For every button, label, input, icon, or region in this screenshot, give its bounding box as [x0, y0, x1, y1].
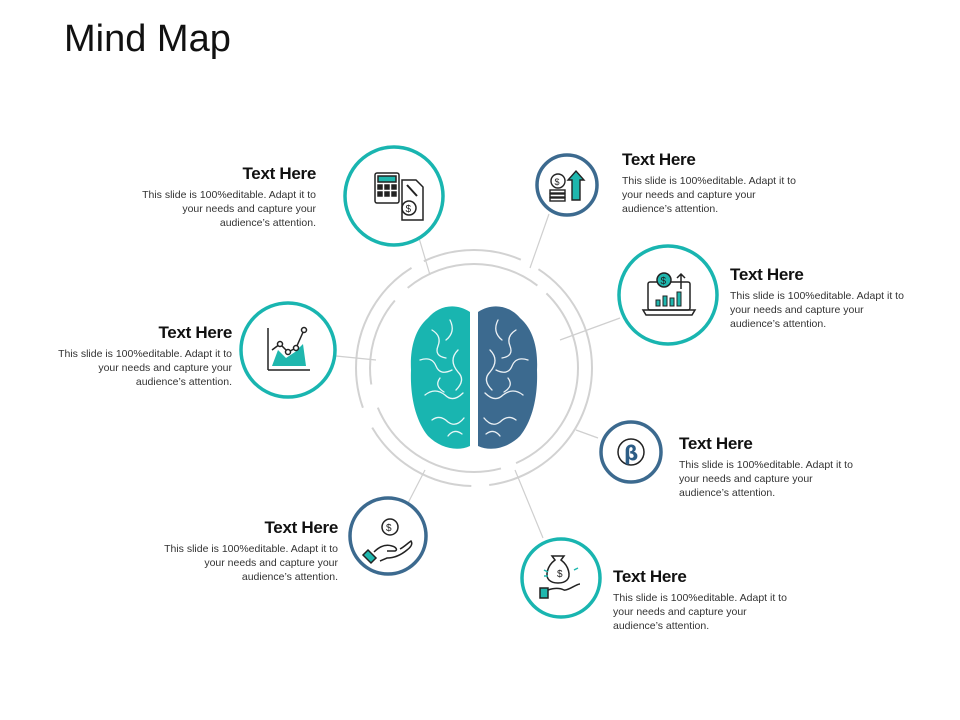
hand-coin-icon: $ [361, 518, 413, 565]
node-description: This slide is 100%editable. Adapt it to … [622, 175, 796, 215]
node-description: This slide is 100%editable. Adapt it to … [730, 290, 904, 330]
svg-text:$: $ [386, 523, 392, 534]
node-heading: Text Here [242, 164, 316, 183]
svg-text:$: $ [557, 569, 563, 580]
svg-text:$: $ [661, 276, 667, 287]
node-circle-4[interactable] [617, 244, 719, 346]
node-heading: Text Here [679, 434, 753, 453]
beta-icon: β [617, 438, 645, 466]
node-text-2: Text Here This slide is 100%editable. Ad… [622, 150, 804, 216]
node-text-7: Text Here This slide is 100%editable. Ad… [613, 567, 795, 633]
node-heading: Text Here [613, 567, 687, 586]
brain-illustration [410, 306, 538, 449]
node-description: This slide is 100%editable. Adapt it to … [679, 459, 853, 499]
node-text-1: Text Here This slide is 100%editable. Ad… [134, 164, 316, 230]
node-text-4: Text Here This slide is 100%editable. Ad… [730, 265, 912, 331]
svg-text:$: $ [406, 204, 412, 215]
node-heading: Text Here [264, 518, 338, 537]
svg-text:β: β [624, 441, 638, 465]
orbit-rings [355, 249, 593, 487]
node-circle-6[interactable] [348, 496, 428, 576]
node-description: This slide is 100%editable. Adapt it to … [142, 189, 316, 229]
node-description: This slide is 100%editable. Adapt it to … [58, 348, 232, 388]
page-title: Mind Map [64, 18, 231, 60]
money-bag-hand-icon: $ [539, 555, 581, 599]
node-text-5: Text Here This slide is 100%editable. Ad… [679, 434, 861, 500]
node-text-6: Text Here This slide is 100%editable. Ad… [156, 518, 338, 584]
node-heading: Text Here [730, 265, 804, 284]
coins-growth-icon: $ [549, 169, 586, 202]
node-description: This slide is 100%editable. Adapt it to … [164, 543, 338, 583]
calculator-invoice-icon: $ [374, 172, 424, 221]
node-description: This slide is 100%editable. Adapt it to … [613, 592, 787, 632]
line-chart-icon [267, 326, 310, 371]
node-circle-2[interactable] [535, 153, 599, 217]
svg-text:$: $ [555, 177, 560, 187]
node-heading: Text Here [158, 323, 232, 342]
laptop-analytics-icon: $ [641, 272, 697, 316]
connector-lines [335, 213, 621, 539]
node-circle-5[interactable] [599, 420, 663, 484]
node-text-3: Text Here This slide is 100%editable. Ad… [50, 323, 232, 389]
node-heading: Text Here [622, 150, 696, 169]
